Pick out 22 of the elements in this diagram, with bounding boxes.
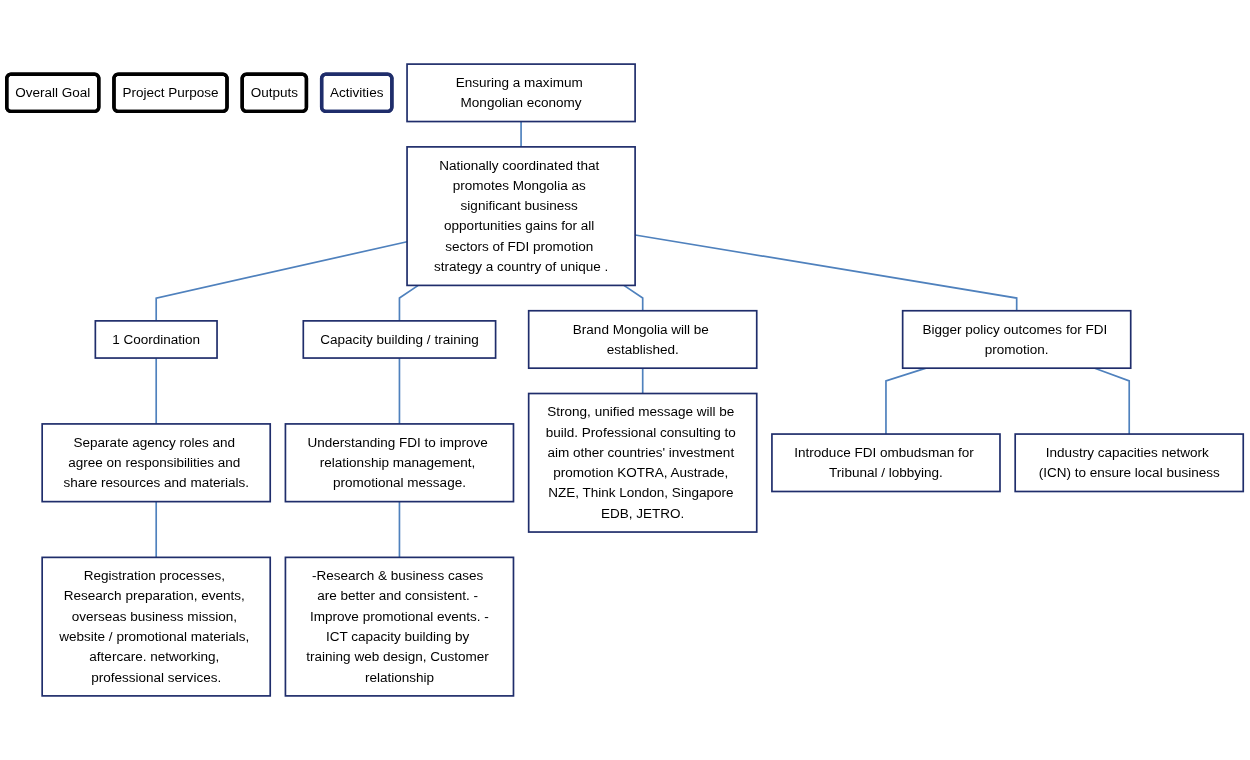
connector bbox=[398, 284, 420, 322]
connector bbox=[623, 284, 644, 312]
node-box: 1 Coordination bbox=[94, 320, 218, 359]
connector bbox=[155, 357, 158, 425]
node-box: Brand Mongolia will be established. bbox=[527, 309, 758, 370]
node-box: Bigger policy outcomes for FDI promotion. bbox=[901, 309, 1132, 370]
connector bbox=[641, 367, 644, 395]
node-box: -Research & business cases are better and consistent. - Improve promotional events. -ICT capacity building by training web design, Customer relationship bbox=[284, 556, 515, 697]
node-box: Registration processes, Research preparation, events, overseas business mission, website / promotional materials, aftercare. networking, professional services. bbox=[41, 556, 272, 697]
node-box: Industry capacities network (ICN) to ensure local business bbox=[1014, 433, 1245, 493]
node-box: Ensuring a maximum Mongolian economy bbox=[406, 63, 636, 123]
node-box: Nationally coordinated that promotes Mongolia as significant business opportunities gains for all sectors of FDI promotion strategy a country of unique . bbox=[406, 146, 636, 287]
connector bbox=[520, 120, 522, 148]
node-box: Understanding FDI to improve relationship management, promotional message. bbox=[284, 423, 515, 503]
connector bbox=[155, 240, 408, 322]
node-box: Strong, unified message will be build. Professional consulting to aim other countries' investment promotion KOTRA, Austrade, NZE, Think London, Singapore EDB, JETRO. bbox=[527, 392, 758, 533]
connector bbox=[398, 357, 401, 425]
node-box: Capacity building / training bbox=[302, 320, 497, 359]
connector bbox=[398, 500, 401, 559]
node-box: Separate agency roles and agree on responsibilities and share resources and materials. bbox=[41, 423, 272, 503]
connector bbox=[155, 500, 158, 559]
node-box: Introduce FDI ombudsman for Tribunal / lobbying. bbox=[771, 433, 1001, 493]
